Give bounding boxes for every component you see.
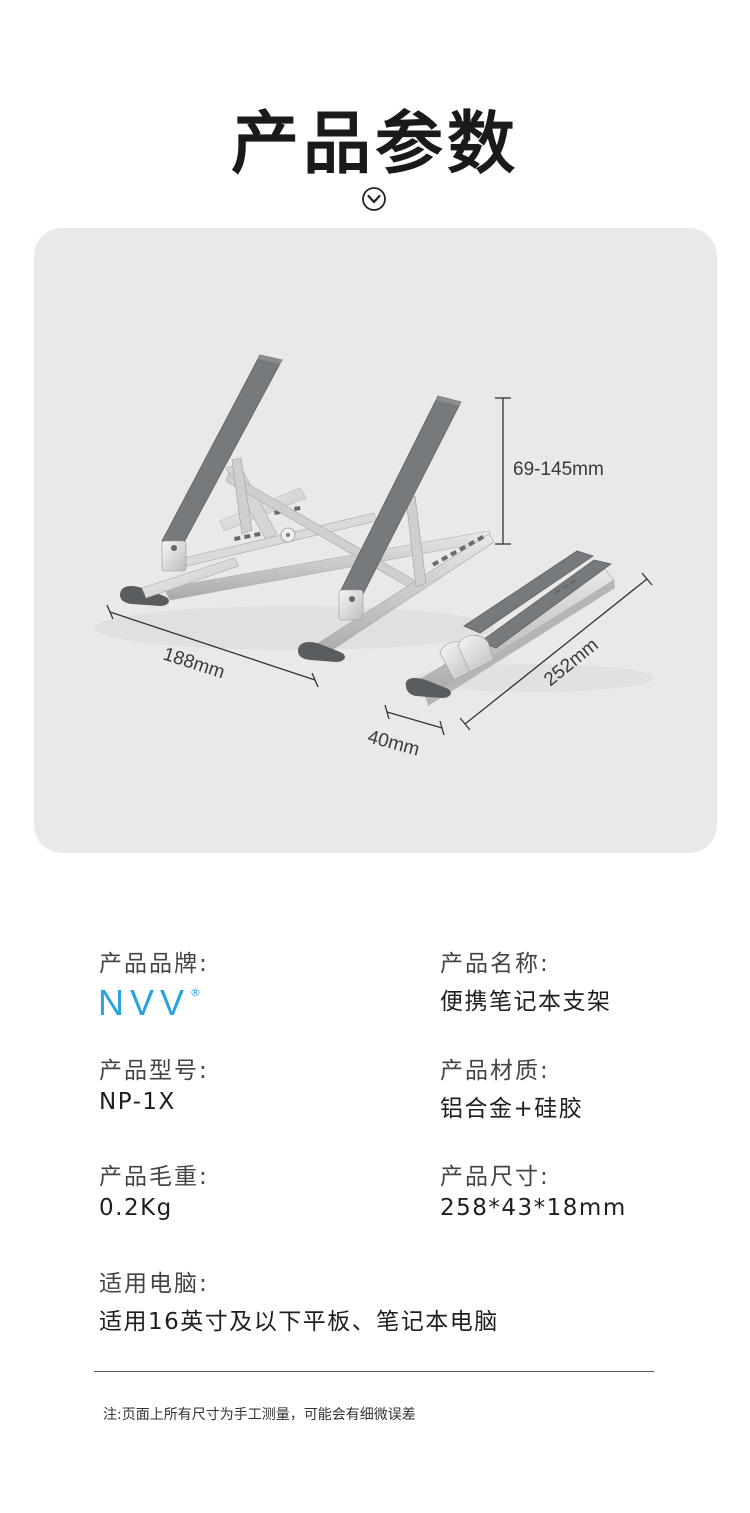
- laptop-stand-illustration: [94, 354, 654, 736]
- model-value: NP-1X: [99, 1089, 176, 1115]
- name-value: 便携笔记本支架: [440, 989, 612, 1015]
- name-label: 产品名称:: [440, 951, 550, 977]
- brand-logo: NVV®: [98, 982, 201, 1026]
- size-label: 产品尺寸:: [440, 1164, 550, 1190]
- product-image-panel: 69-145mm 188mm 252mm 40mm: [34, 228, 717, 853]
- size-value: 258*43*18mm: [440, 1195, 627, 1221]
- footer-divider: [94, 1371, 654, 1372]
- brand-logo-text: NVV: [98, 982, 191, 1023]
- weight-value: 0.2Kg: [99, 1195, 173, 1221]
- model-label: 产品型号:: [99, 1058, 209, 1084]
- material-value: 铝合金+硅胶: [440, 1096, 584, 1122]
- height-dimension-label: 69-145mm: [513, 459, 604, 480]
- weight-label: 产品毛重:: [99, 1164, 209, 1190]
- page-title: 产品参数: [230, 105, 519, 184]
- compat-value: 适用16英寸及以下平板、笔记本电脑: [99, 1309, 499, 1335]
- compat-label: 适用电脑:: [99, 1271, 209, 1297]
- registered-mark: ®: [190, 986, 202, 999]
- brand-label: 产品品牌:: [99, 951, 209, 977]
- chevron-down-circle-icon: [362, 187, 386, 211]
- material-label: 产品材质:: [440, 1058, 550, 1084]
- measurement-note: 注:页面上所有尺寸为手工测量，可能会有细微误差: [103, 1407, 416, 1423]
